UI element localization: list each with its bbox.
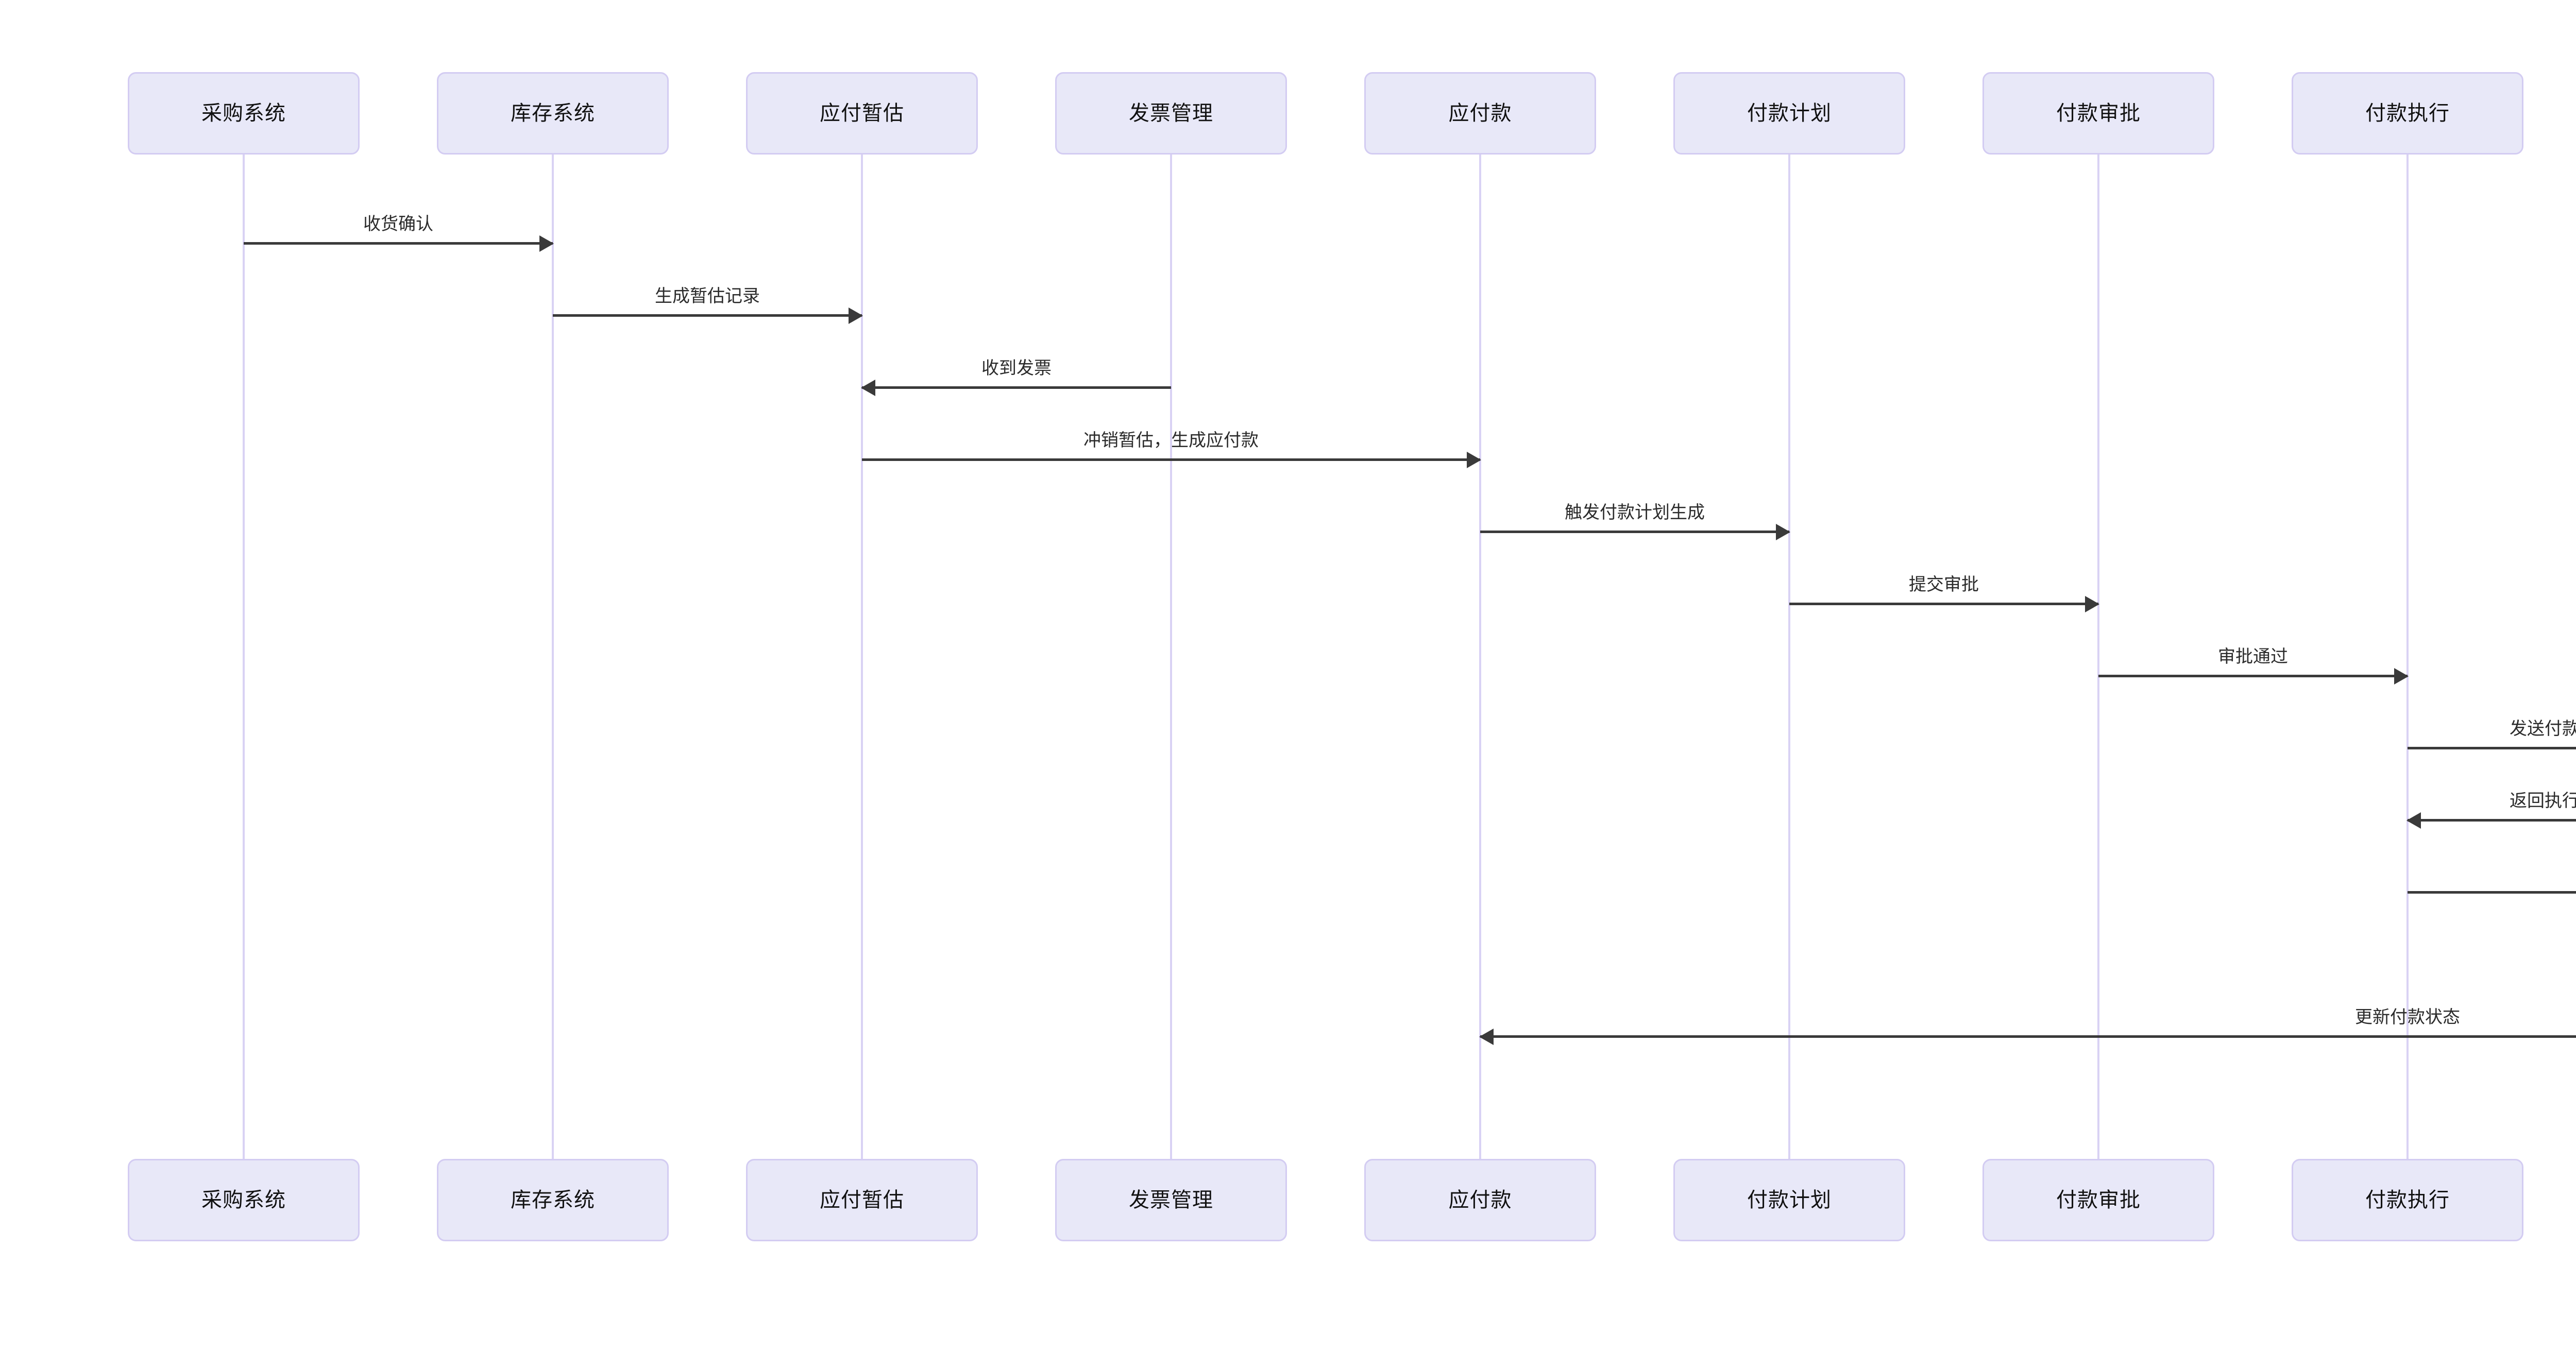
participant-label: 应付暂估	[820, 1189, 904, 1211]
arrowhead-right-icon	[2085, 596, 2099, 612]
participant-payexec-bottom[interactable]: 付款执行	[2292, 1159, 2523, 1241]
arrowhead-right-icon	[2394, 668, 2409, 685]
message-label: 返回执行结果	[2510, 791, 2576, 811]
participant-label: 应付款	[1448, 1189, 1512, 1211]
message-line	[1789, 603, 2098, 605]
participant-label: 库存系统	[511, 102, 595, 125]
participant-payable-bottom[interactable]: 应付款	[1364, 1159, 1596, 1241]
lifeline-payapproval	[2097, 155, 2099, 1159]
message-line	[553, 314, 862, 317]
participant-accrual-top[interactable]: 应付暂估	[746, 72, 978, 155]
participant-label: 发票管理	[1129, 1189, 1213, 1211]
participant-label: 应付暂估	[820, 102, 904, 125]
message-label: 提交审批	[1909, 574, 1979, 594]
participant-payplan-bottom[interactable]: 付款计划	[1673, 1159, 1905, 1241]
arrowhead-left-icon	[861, 380, 875, 396]
message-line	[2098, 675, 2408, 677]
message-line	[2408, 819, 2576, 822]
arrowhead-left-icon	[2406, 812, 2421, 829]
message-line	[862, 386, 1171, 389]
participant-purchasing-top[interactable]: 采购系统	[128, 72, 360, 155]
participant-inventory-bottom[interactable]: 库存系统	[437, 1159, 669, 1241]
lifeline-purchasing	[243, 155, 245, 1159]
message-label: 发送付款指令	[2510, 719, 2576, 739]
message-label: 冲销暂估，生成应付款	[1083, 430, 1259, 450]
participant-purchasing-bottom[interactable]: 采购系统	[128, 1159, 360, 1241]
message-label: 更新付款状态	[2355, 1007, 2460, 1027]
message-line	[2408, 891, 2576, 894]
arrowhead-right-icon	[849, 307, 863, 324]
participant-label: 付款计划	[1747, 1189, 1832, 1211]
arrowhead-right-icon	[1467, 452, 1481, 468]
message-line	[2408, 747, 2576, 749]
message-line	[862, 458, 1480, 461]
message-label: 生成会计凭证	[2408, 864, 2576, 883]
participant-label: 发票管理	[1129, 102, 1213, 125]
participant-label: 付款计划	[1747, 102, 1832, 125]
participant-label: 付款审批	[2056, 1189, 2141, 1211]
arrowhead-right-icon	[539, 235, 554, 252]
lifeline-payable	[1479, 155, 1481, 1159]
message-label: 触发付款计划生成	[1565, 502, 1705, 522]
participant-invoice-bottom[interactable]: 发票管理	[1055, 1159, 1287, 1241]
lifeline-inventory	[552, 155, 554, 1159]
participant-accrual-bottom[interactable]: 应付暂估	[746, 1159, 978, 1241]
lifeline-payexec	[2406, 155, 2409, 1159]
participant-inventory-top[interactable]: 库存系统	[437, 72, 669, 155]
lifeline-invoice	[1170, 155, 1172, 1159]
message-label: 收到发票	[981, 358, 1052, 378]
participant-payplan-top[interactable]: 付款计划	[1673, 72, 1905, 155]
message-label: 生成暂估记录	[655, 286, 760, 306]
arrowhead-left-icon	[1479, 1029, 1494, 1045]
participant-label: 采购系统	[201, 102, 286, 125]
participant-label: 付款执行	[2365, 1189, 2450, 1211]
participant-label: 付款执行	[2365, 102, 2450, 125]
participant-payable-top[interactable]: 应付款	[1364, 72, 1596, 155]
message-label: 收货确认	[363, 214, 433, 234]
arrowhead-right-icon	[1776, 524, 1790, 540]
message-line	[1480, 531, 1789, 533]
participant-label: 应付款	[1448, 102, 1512, 125]
lifeline-accrual	[861, 155, 863, 1159]
message-line	[1480, 1035, 2576, 1038]
message-line	[244, 242, 553, 245]
participant-label: 采购系统	[201, 1189, 286, 1211]
participant-payexec-top[interactable]: 付款执行	[2292, 72, 2523, 155]
message-label: 审批通过	[2218, 646, 2288, 666]
participant-label: 库存系统	[511, 1189, 595, 1211]
participant-label: 付款审批	[2056, 102, 2141, 125]
participant-payapproval-bottom[interactable]: 付款审批	[1982, 1159, 2214, 1241]
lifeline-payplan	[1788, 155, 1790, 1159]
participant-payapproval-top[interactable]: 付款审批	[1982, 72, 2214, 155]
participant-invoice-top[interactable]: 发票管理	[1055, 72, 1287, 155]
